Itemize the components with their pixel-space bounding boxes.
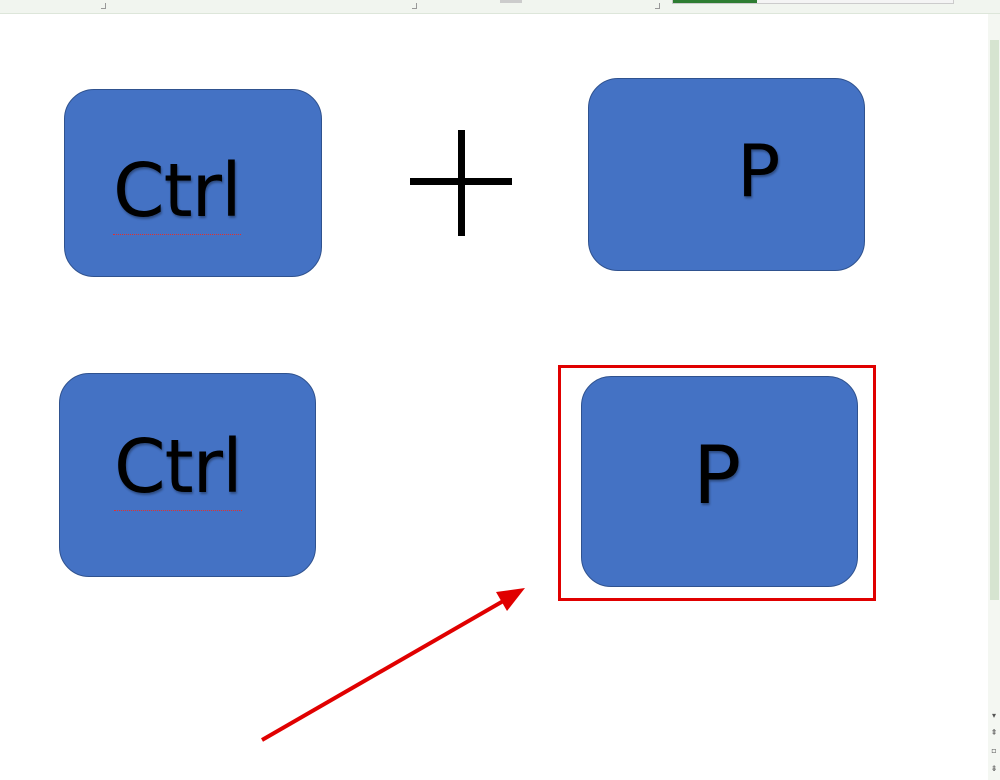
toolbar-button[interactable] <box>500 0 522 3</box>
progress-fill <box>673 0 757 3</box>
highlight-box <box>558 365 876 601</box>
progress-bar <box>672 0 954 4</box>
ruler-bar <box>0 0 1000 14</box>
scroll-down-icon[interactable]: ▾ <box>991 711 996 720</box>
margin-marker <box>412 3 417 9</box>
ctrl-key-shape[interactable]: Ctrl <box>64 89 322 277</box>
ctrl-key-label: Ctrl <box>113 148 242 235</box>
ctrl-key-label-2: Ctrl <box>114 424 243 511</box>
scrollbar-thumb[interactable] <box>990 40 999 600</box>
p-key-shape[interactable]: P <box>588 78 865 271</box>
ctrl-key-shape-2[interactable]: Ctrl <box>59 373 316 577</box>
p-key-label: P <box>737 129 781 213</box>
p-key-label-2: P <box>693 429 742 522</box>
plus-icon <box>410 130 512 236</box>
p-key-shape-2[interactable]: P <box>581 376 858 587</box>
margin-marker <box>655 3 660 9</box>
select-browse-object-icon[interactable]: ▫ <box>991 746 997 755</box>
vertical-scrollbar[interactable]: ▾ ⇞ ▫ ⇟ <box>988 14 1000 780</box>
page-up-icon[interactable]: ⇞ <box>990 728 998 737</box>
page-down-icon[interactable]: ⇟ <box>990 764 998 773</box>
margin-marker <box>101 3 106 9</box>
